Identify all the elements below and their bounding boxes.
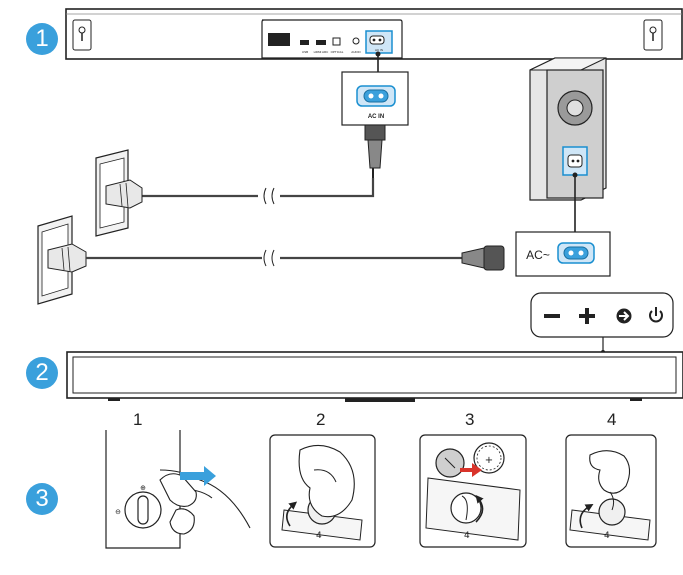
volume-up-icon xyxy=(579,308,595,324)
step-badge-1: 1 xyxy=(26,23,58,55)
svg-text:+: + xyxy=(485,455,493,466)
ac-callout-label: AC~ xyxy=(526,248,550,262)
subwoofer xyxy=(529,57,607,201)
connector-panel xyxy=(261,19,403,59)
svg-text:4: 4 xyxy=(316,531,322,541)
svg-text:⊕: ⊕ xyxy=(140,484,146,492)
subwoofer-power-cord xyxy=(86,245,505,271)
step-badge-3: 3 xyxy=(26,483,58,515)
remote-step-1: ⊕ ⊖ xyxy=(105,430,251,549)
coin-arrow-icon xyxy=(460,463,482,477)
step-badge-2: 2 xyxy=(26,357,58,389)
substep-number-1: 1 xyxy=(133,410,143,429)
ac-in-callout-label: AC IN xyxy=(368,114,384,120)
source-icon xyxy=(616,308,632,324)
remote-step-3: + 4 xyxy=(419,434,527,548)
control-panel xyxy=(530,292,674,338)
power-icon xyxy=(649,307,663,323)
ac-callout xyxy=(515,231,611,277)
remote-step-4: 4 xyxy=(565,434,657,548)
soundbar-power-cord xyxy=(135,124,386,205)
port-label-hdmi: HDMI ARC xyxy=(314,50,330,54)
port-label-ac-in: AC IN xyxy=(375,48,383,52)
svg-text:⊖: ⊖ xyxy=(115,508,121,516)
mount-hole-left xyxy=(72,19,92,51)
mount-hole-right xyxy=(643,19,663,51)
remote-step-2: 4 xyxy=(269,434,376,548)
soundbar-back: USB HDMI ARC OPTICAL AUDIO AC IN xyxy=(65,8,683,60)
substep-number-3: 3 xyxy=(465,410,475,429)
wall-socket-icon xyxy=(95,149,143,237)
wall-socket-icon-2 xyxy=(37,215,87,305)
ac-in-callout xyxy=(341,71,409,126)
svg-text:4: 4 xyxy=(464,531,470,541)
svg-text:4: 4 xyxy=(604,531,610,541)
port-label-audio: AUDIO xyxy=(351,50,361,54)
port-label-usb: USB xyxy=(302,50,308,54)
substep-number-4: 4 xyxy=(607,410,617,429)
soundbar-front xyxy=(66,351,683,402)
port-label-optical: OPTICAL xyxy=(331,50,344,54)
substep-number-2: 2 xyxy=(316,410,326,429)
arrow-right-icon xyxy=(180,466,216,486)
volume-down-icon xyxy=(544,314,560,318)
